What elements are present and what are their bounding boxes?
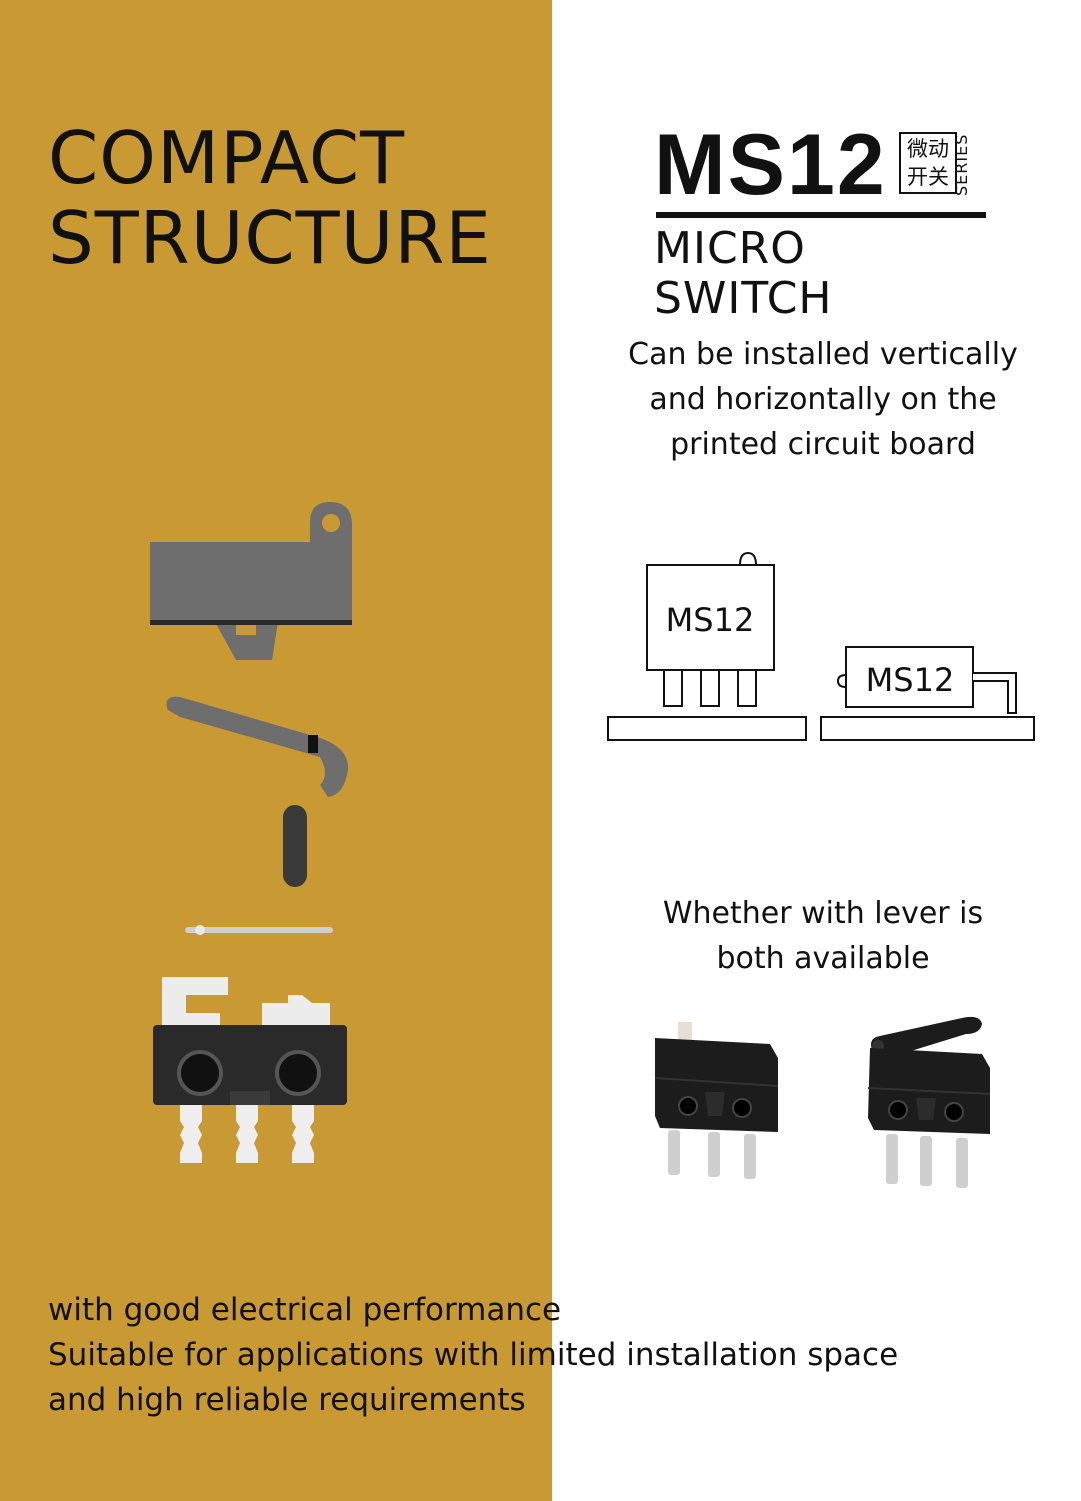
headline: COMPACT STRUCTURE <box>48 118 492 278</box>
brand-subtitle: MICRO SWITCH <box>654 223 833 324</box>
mounting-line-3: printed circuit board <box>670 427 976 462</box>
exploded-parts-image <box>150 502 352 1163</box>
horizontal-mount-label: MS12 <box>866 661 955 699</box>
brand-series: SERIES <box>952 133 971 196</box>
lever-line-2: both available <box>716 941 930 976</box>
headline-line-1: COMPACT <box>48 116 406 200</box>
spring-part <box>185 925 333 935</box>
footer-line-2: Suitable for applications with limited i… <box>48 1337 899 1373</box>
mounting-line-1: Can be installed vertically <box>628 337 1018 372</box>
lever-line-1: Whether with lever is <box>662 896 984 931</box>
lever-part <box>166 696 349 797</box>
horizontal-mount-illustration <box>820 646 1035 741</box>
mounting-line-2: and horizontally on the <box>649 382 997 417</box>
vertical-mount-illustration <box>607 551 807 741</box>
brand-divider <box>656 212 986 218</box>
brand-logo: MS12 微动 开关 SERIES MICRO SWITCH <box>654 117 994 324</box>
base-part <box>153 977 347 1163</box>
brand-cn-line-2: 开关 <box>907 165 949 189</box>
brand-cn-line-1: 微动 <box>907 137 949 161</box>
actuator-part <box>283 805 307 887</box>
mounting-diagram: MS12 MS12 <box>607 551 1035 741</box>
mounting-description: Can be installed vertically and horizont… <box>600 332 1046 467</box>
cover-part <box>150 502 352 660</box>
footer-line-1: with good electrical performance <box>48 1292 562 1328</box>
footer-text: with good electrical performance Suitabl… <box>48 1288 898 1423</box>
switch-without-lever-image <box>654 1022 779 1179</box>
footer-line-3: and high reliable requirements <box>48 1382 526 1418</box>
headline-line-2: STRUCTURE <box>48 196 492 280</box>
switch-with-lever-image <box>867 1016 991 1188</box>
vertical-mount-label: MS12 <box>666 601 755 639</box>
brand-model: MS12 <box>654 117 887 213</box>
brand-chinese-name: 微动 开关 <box>899 132 957 194</box>
lever-description: Whether with lever is both available <box>600 891 1046 981</box>
left-color-panel <box>0 0 552 1501</box>
